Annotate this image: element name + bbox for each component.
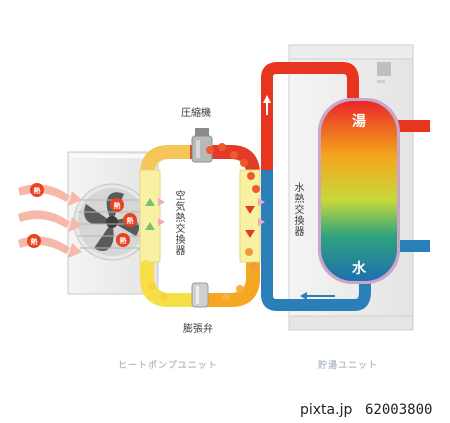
heat-badge-icons: 熱 熱 熱 熱 熱 xyxy=(27,183,137,248)
svg-text:熱: 熱 xyxy=(34,186,41,195)
water-pipe-loop xyxy=(261,62,430,311)
refrigerant-loop xyxy=(140,145,260,307)
tank-hot-label: 湯 xyxy=(352,114,366,130)
compressor-icon xyxy=(191,128,213,163)
image-number: 62003800 xyxy=(365,402,433,418)
cold-water-inlet-pipe xyxy=(392,240,430,252)
air-heat-exchanger-panel xyxy=(139,169,161,263)
outdoor-heat-arrows xyxy=(18,184,82,258)
water-heat-exchanger-panel xyxy=(239,169,261,263)
brand-watermark: pixta.jp xyxy=(300,402,353,418)
heat-pump-unit-caption: ヒートポンプユニット xyxy=(118,361,218,371)
svg-text:熱: 熱 xyxy=(114,201,121,210)
svg-text:熱: 熱 xyxy=(120,236,127,245)
expansion-valve-label: 膨張弁 xyxy=(183,324,213,335)
air-heat-exchanger-label: 空気熱交換器 xyxy=(173,190,184,256)
svg-text:熱: 熱 xyxy=(31,237,38,246)
fan-icon xyxy=(78,188,146,256)
hot-water-outlet-pipe xyxy=(398,120,430,132)
footer-bar: pixta.jp 62003800 xyxy=(0,397,450,423)
water-heat-exchanger-label: 水熱交換器 xyxy=(292,182,303,237)
heat-pump-diagram: 熱 熱 熱 熱 熱 xyxy=(18,44,430,331)
storage-unit-caption: 貯湯ユニット xyxy=(318,361,379,371)
exchanger-flow-arrows-icon xyxy=(145,198,265,238)
compressor-label: 圧縮機 xyxy=(181,108,211,119)
storage-tank xyxy=(318,98,400,284)
svg-text:熱: 熱 xyxy=(127,216,134,225)
refrigerant-heat-dots xyxy=(142,143,260,301)
tank-cold-label: 水 xyxy=(352,261,366,277)
expansion-valve-icon xyxy=(191,282,209,308)
